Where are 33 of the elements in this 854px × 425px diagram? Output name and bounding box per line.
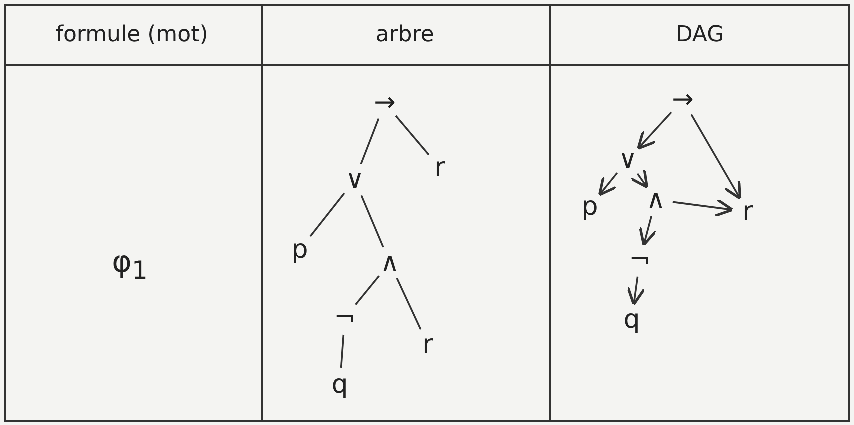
arrow bbox=[690, 114, 742, 200]
arrow bbox=[626, 276, 646, 306]
tree-edge-line bbox=[360, 118, 380, 165]
node-symbol: p bbox=[576, 192, 604, 222]
tree-edge-line bbox=[340, 334, 345, 368]
node-symbol: → bbox=[669, 85, 697, 115]
node-symbol: ∧ bbox=[642, 185, 670, 215]
tree-edge-line bbox=[360, 195, 384, 248]
node-symbol: ¬ bbox=[331, 303, 359, 333]
node-symbol: → bbox=[371, 88, 399, 118]
arrow bbox=[672, 198, 734, 218]
node-symbol: p bbox=[286, 235, 314, 265]
node-symbol: r bbox=[414, 330, 442, 360]
formula-symbol: φ$_{1}$ bbox=[112, 245, 148, 285]
column-header: arbre bbox=[376, 22, 434, 48]
arrow bbox=[637, 112, 672, 150]
column-header: DAG bbox=[676, 22, 724, 48]
tree-edge-line bbox=[396, 278, 422, 330]
node-symbol: ∨ bbox=[341, 165, 369, 195]
node-symbol: r bbox=[734, 197, 762, 227]
arrow bbox=[639, 216, 658, 246]
node-symbol: q bbox=[618, 305, 646, 335]
arrow bbox=[630, 168, 649, 189]
node-symbol: r bbox=[426, 153, 454, 183]
column-header: formule (mot) bbox=[56, 22, 208, 48]
tree-edge-line bbox=[355, 276, 380, 306]
arrow bbox=[598, 172, 618, 196]
node-symbol: ∨ bbox=[614, 145, 642, 175]
node-symbol: ∧ bbox=[376, 248, 404, 278]
node-symbol: q bbox=[326, 370, 354, 400]
tree-edge-line bbox=[310, 192, 346, 238]
node-symbol: ¬ bbox=[626, 245, 654, 275]
tree-edge-line bbox=[395, 115, 430, 156]
